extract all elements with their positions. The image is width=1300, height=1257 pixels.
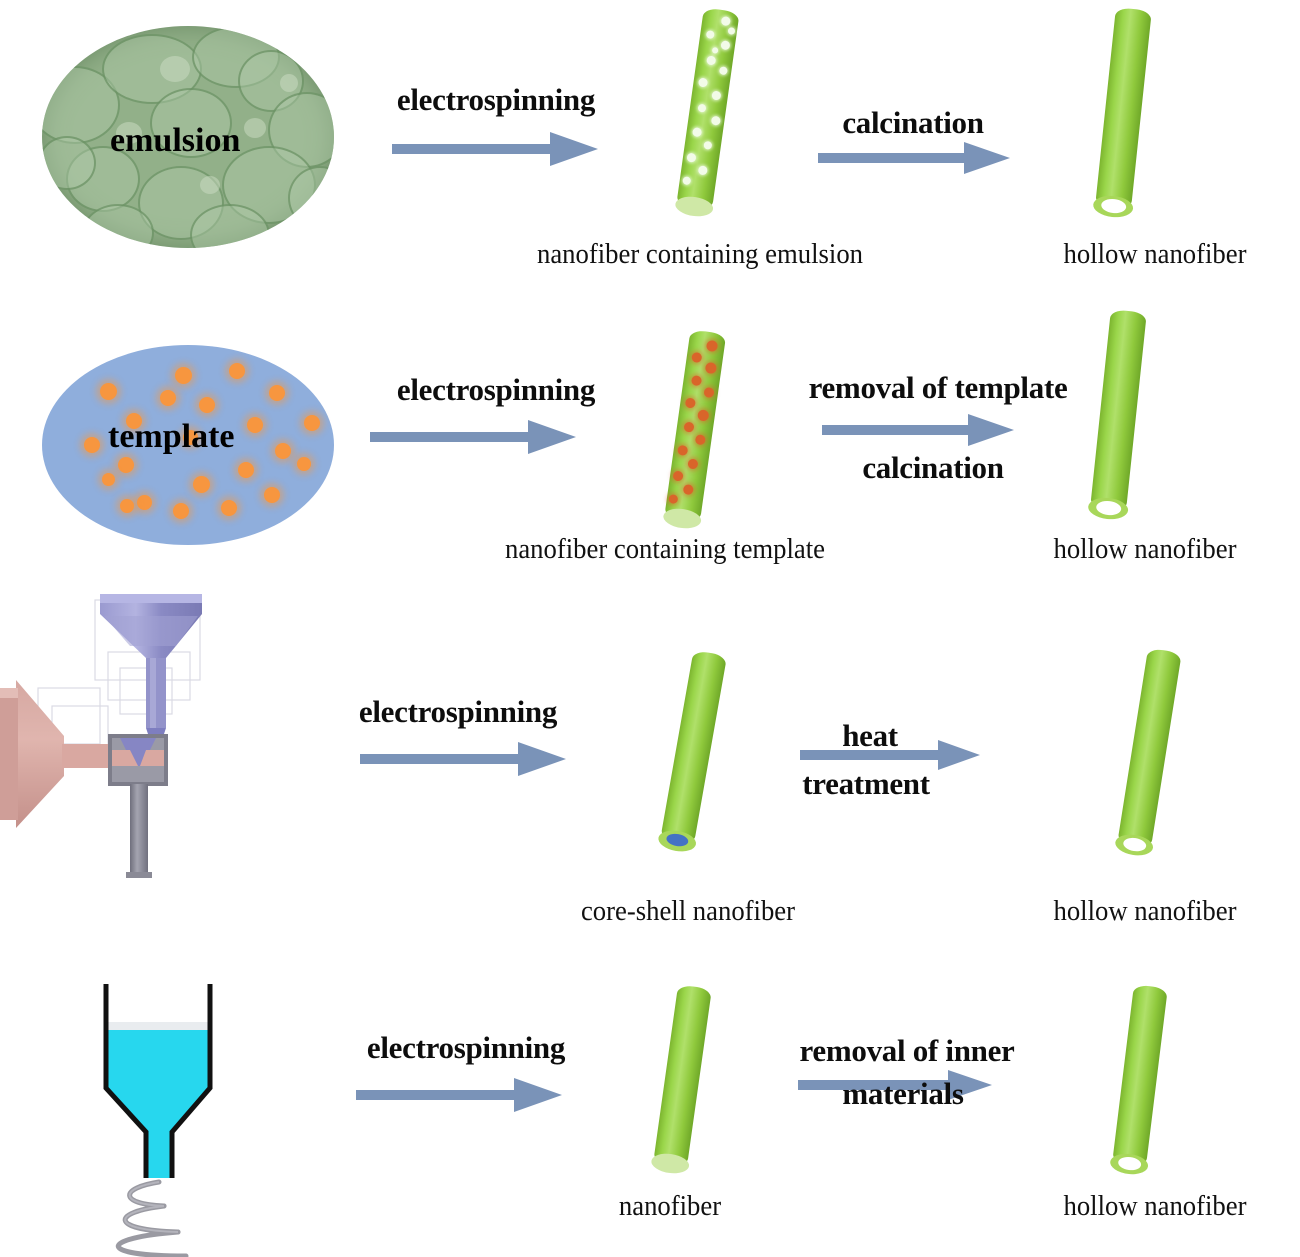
row3-middle-caption: core-shell nanofiber [580, 895, 796, 927]
right-arrow-icon [370, 418, 578, 456]
row3-step2-label: heat [842, 718, 898, 753]
row1-step2-label: calcination [842, 105, 984, 140]
row4-step2-label-line2: materials [842, 1076, 964, 1111]
hollow-nanofiber-icon [1092, 7, 1152, 220]
right-arrow-icon [360, 740, 568, 778]
right-arrow-icon [392, 130, 600, 168]
hollow-nanofiber-icon [1087, 309, 1147, 522]
porous-nanofiber-icon [674, 7, 740, 219]
right-arrow-icon [818, 140, 1012, 176]
row2-step2-label-line2: calcination [862, 450, 1004, 485]
row1-step1-label: electrospinning [396, 82, 596, 117]
row2-middle-caption: nanofiber containing template [504, 533, 826, 565]
row3-step2-label-line2: treatment [802, 766, 930, 801]
row2-result-caption: hollow nanofiber [1053, 533, 1237, 565]
row3-step1-label: electrospinning [358, 694, 558, 729]
coaxial-spinneret-icon [0, 580, 310, 880]
row1-result-caption: hollow nanofiber [1063, 238, 1247, 270]
row4-step1-label: electrospinning [366, 1030, 566, 1065]
row4-result-caption: hollow nanofiber [1063, 1190, 1247, 1222]
right-arrow-icon [356, 1076, 564, 1114]
row3-result-caption: hollow nanofiber [1053, 895, 1237, 927]
core-shell-nanofiber-icon [656, 649, 728, 855]
row1-middle-caption: nanofiber containing emulsion [536, 238, 863, 270]
emulsion-ellipse-icon [42, 26, 334, 248]
row4-middle-caption: nanofiber [618, 1190, 722, 1222]
hollow-nanofiber-icon [1109, 984, 1168, 1177]
hollow-nanofiber-icon [1113, 647, 1182, 858]
solid-nanofiber-icon [650, 984, 712, 1176]
right-arrow-icon [798, 1068, 994, 1102]
row2-step1-label: electrospinning [396, 372, 596, 407]
template-filled-nanofiber-icon [662, 329, 727, 531]
row4-step2-label: removal of inner [799, 1033, 1015, 1068]
template-ellipse-icon [42, 345, 334, 545]
syringe-nozzle-icon [60, 960, 320, 1257]
row2-step2-label: removal of template [808, 370, 1068, 405]
template-blob-label: template [108, 418, 235, 455]
right-arrow-icon [822, 412, 1016, 448]
right-arrow-icon [800, 738, 982, 772]
emulsion-blob-label: emulsion [110, 122, 241, 159]
